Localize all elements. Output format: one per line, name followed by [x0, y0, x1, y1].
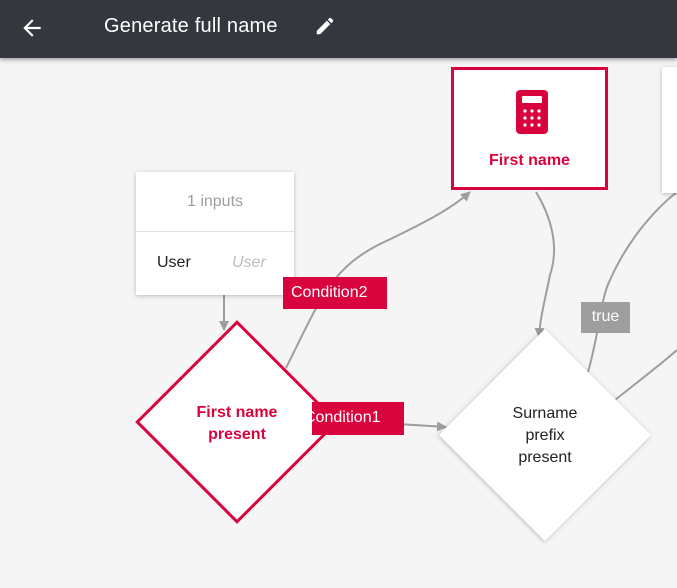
edge-label-condition2[interactable]: Condition2	[283, 277, 387, 309]
edge-true-branch	[587, 191, 677, 373]
input-row[interactable]: User User	[136, 232, 294, 295]
edge-label-condition1[interactable]: Condition1	[312, 402, 404, 435]
decision-label-line: prefix	[525, 427, 565, 444]
calculation-node-label: First name	[489, 152, 570, 169]
arrow-left-icon	[23, 19, 41, 37]
back-button[interactable]	[14, 10, 50, 46]
offscreen-node[interactable]	[662, 67, 677, 193]
edge-false-branch	[614, 349, 677, 401]
edge-first-name-to-surname-prefix	[534, 191, 556, 338]
page-title: Generate full name	[104, 15, 278, 37]
decision-label-line: present	[518, 449, 572, 466]
inputs-node[interactable]: 1 inputs User User	[136, 172, 294, 295]
decision-label-line: Surname	[512, 405, 578, 422]
top-app-bar: Generate full name	[0, 0, 677, 58]
decision-node-label: Surname prefix present	[475, 403, 615, 469]
input-name: User	[157, 254, 191, 271]
calculation-node-first-name[interactable]: First name	[451, 67, 608, 190]
calculator-icon	[516, 90, 548, 134]
pencil-icon	[316, 17, 334, 35]
edge-label-true[interactable]: true	[581, 302, 630, 333]
edge-condition2-to-first-name	[285, 191, 471, 369]
decision-node-label: First name present	[167, 402, 307, 446]
input-type: User	[232, 254, 266, 271]
inputs-node-header: 1 inputs	[136, 172, 294, 232]
decision-label-line: present	[208, 426, 266, 443]
edit-title-button[interactable]	[312, 13, 338, 39]
decision-label-line: First name	[196, 404, 278, 421]
